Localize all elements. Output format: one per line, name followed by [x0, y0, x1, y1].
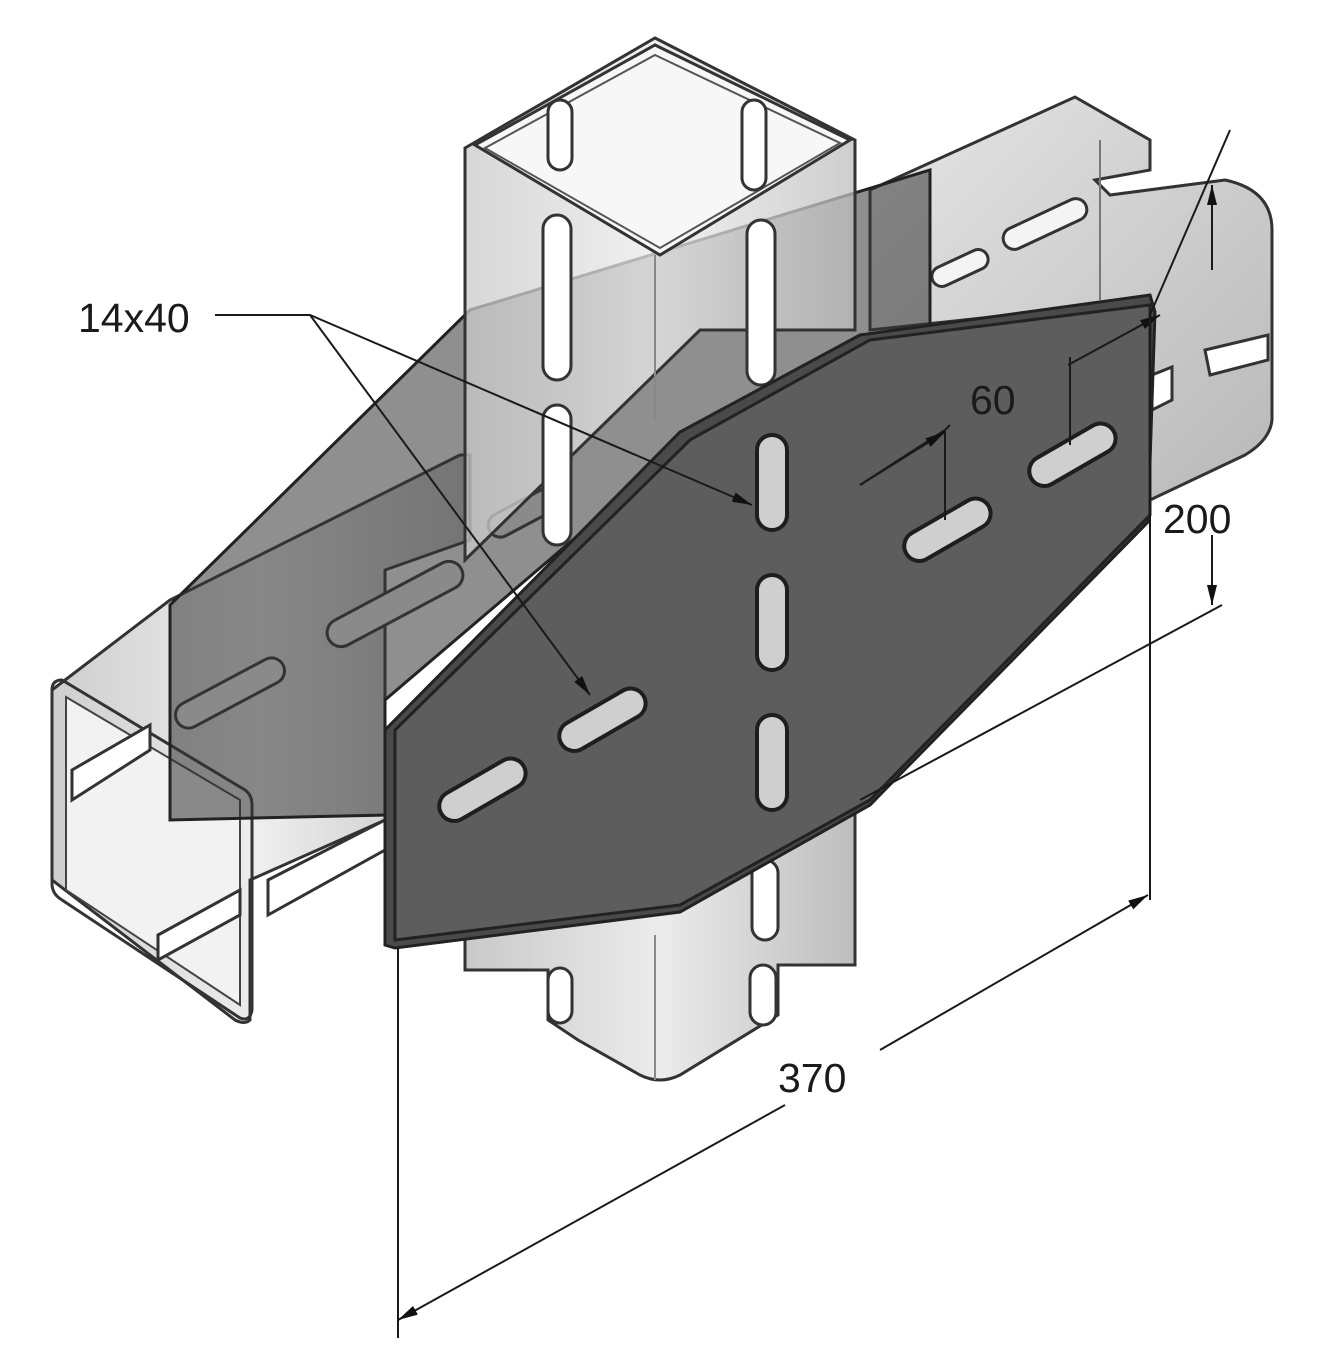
label-plate-height: 200: [1163, 496, 1231, 542]
base-plate: [383, 293, 1157, 950]
label-plate-length: 370: [778, 1055, 846, 1101]
vertical-channel: [463, 36, 857, 1082]
label-slot-size: 14x40: [78, 295, 190, 341]
plate-slots: [437, 421, 1118, 823]
label-slot-pitch: 60: [970, 377, 1016, 423]
dimension-lines: [215, 129, 1231, 1338]
